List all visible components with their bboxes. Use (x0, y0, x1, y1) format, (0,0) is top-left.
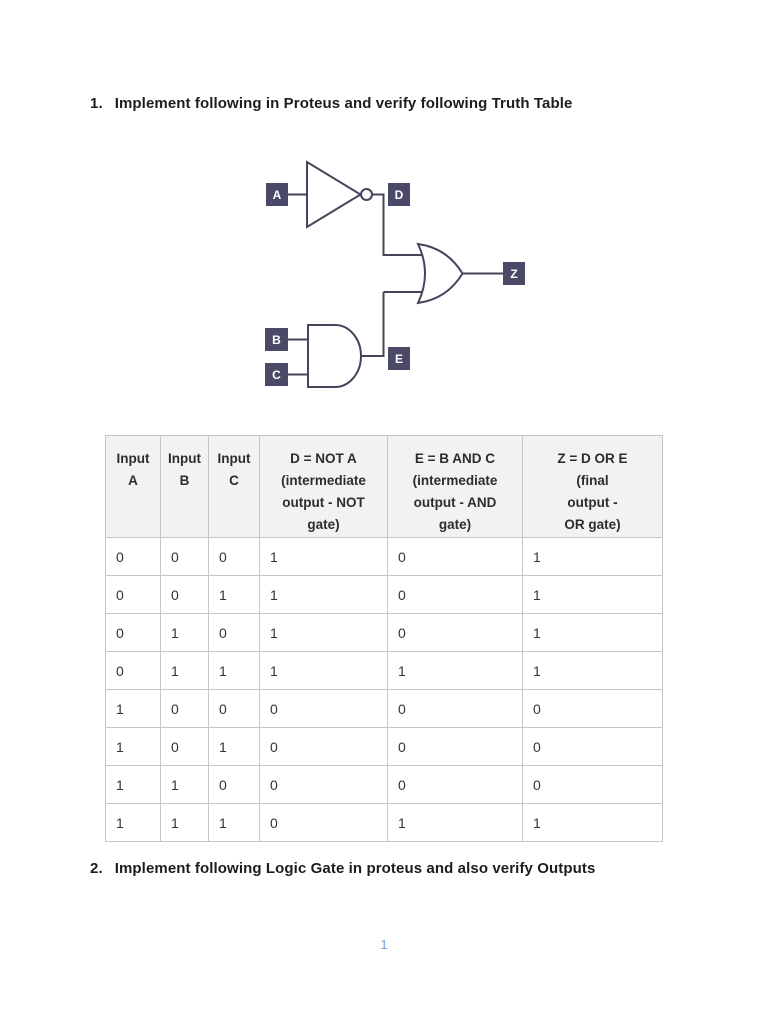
table-cell: 0 (259, 689, 388, 728)
table-cell: 1 (522, 537, 663, 576)
question-2-number: 2. (90, 860, 103, 877)
table-cell: 0 (522, 727, 663, 766)
table-cell: 0 (160, 727, 209, 766)
logic-circuit-diagram: A D Z E B C (265, 160, 525, 388)
table-cell: 0 (105, 613, 161, 652)
table-cell: 0 (208, 537, 260, 576)
table-cell: 0 (387, 613, 523, 652)
table-cell: 0 (522, 689, 663, 728)
table-cell: 1 (208, 727, 260, 766)
table-cell: 0 (208, 613, 260, 652)
input-b-box (265, 328, 288, 351)
table-cell: 0 (160, 575, 209, 614)
output-z-box (503, 262, 525, 285)
table-cell: 0 (208, 689, 260, 728)
question-2-heading: 2. Implement following Logic Gate in pro… (90, 860, 595, 877)
table-cell: 0 (387, 575, 523, 614)
table-cell: 1 (387, 803, 523, 842)
input-c-box (265, 363, 288, 386)
table-cell: 0 (387, 727, 523, 766)
table-cell: 1 (259, 575, 388, 614)
table-cell: 1 (105, 765, 161, 804)
table-cell: 0 (259, 765, 388, 804)
table-cell: 1 (105, 727, 161, 766)
question-1-heading: 1. Implement following in Proteus and ve… (90, 95, 572, 112)
table-cell: 1 (259, 537, 388, 576)
table-cell: 0 (259, 727, 388, 766)
table-cell: 0 (160, 537, 209, 576)
truth-table-header-cell: Input B (160, 435, 209, 538)
node-d-box (388, 183, 410, 206)
truth-table-header-cell: Input A (105, 435, 161, 538)
table-cell: 1 (105, 803, 161, 842)
table-cell: 1 (522, 575, 663, 614)
table-cell: 1 (522, 613, 663, 652)
node-e-box (388, 347, 410, 370)
table-cell: 1 (160, 651, 209, 690)
page-number: 1 (380, 937, 388, 952)
table-cell: 1 (105, 689, 161, 728)
node-d-label: D (395, 188, 404, 202)
table-cell: 0 (522, 765, 663, 804)
table-cell: 0 (208, 765, 260, 804)
truth-table-header-cell: D = NOT A (intermediate output - NOT gat… (259, 435, 388, 538)
truth-table-header-cell: Z = D OR E (final output - OR gate) (522, 435, 663, 538)
wire-d-to-or-top (372, 193, 427, 256)
and-gate (307, 324, 362, 388)
truth-table-header-cell: Input C (208, 435, 260, 538)
table-cell: 0 (259, 803, 388, 842)
table-cell: 1 (208, 575, 260, 614)
table-cell: 0 (105, 537, 161, 576)
input-c-label: C (272, 368, 281, 382)
input-b-label: B (272, 333, 281, 347)
table-cell: 1 (208, 651, 260, 690)
or-gate (416, 242, 464, 305)
table-cell: 0 (387, 689, 523, 728)
table-cell: 1 (160, 613, 209, 652)
table-cell: 1 (259, 651, 388, 690)
table-cell: 1 (208, 803, 260, 842)
not-gate-bubble (360, 188, 373, 201)
table-cell: 1 (387, 651, 523, 690)
question-1-number: 1. (90, 95, 103, 112)
wire-and-to-or (359, 292, 385, 357)
table-cell: 0 (105, 575, 161, 614)
table-cell: 1 (522, 803, 663, 842)
question-2-text: Implement following Logic Gate in proteu… (114, 860, 596, 877)
table-cell: 1 (160, 765, 209, 804)
table-cell: 1 (522, 651, 663, 690)
question-1-text: Implement following in Proteus and verif… (114, 95, 573, 112)
node-e-label: E (395, 352, 403, 366)
table-cell: 0 (387, 537, 523, 576)
input-a-label: A (273, 188, 282, 202)
table-cell: 1 (259, 613, 388, 652)
table-cell: 0 (160, 689, 209, 728)
input-a-box (266, 183, 288, 206)
truth-table-header-cell: E = B AND C (intermediate output - AND g… (387, 435, 523, 538)
table-cell: 0 (387, 765, 523, 804)
table-cell: 0 (105, 651, 161, 690)
output-z-label: Z (510, 267, 517, 281)
table-cell: 1 (160, 803, 209, 842)
not-gate (306, 160, 363, 229)
